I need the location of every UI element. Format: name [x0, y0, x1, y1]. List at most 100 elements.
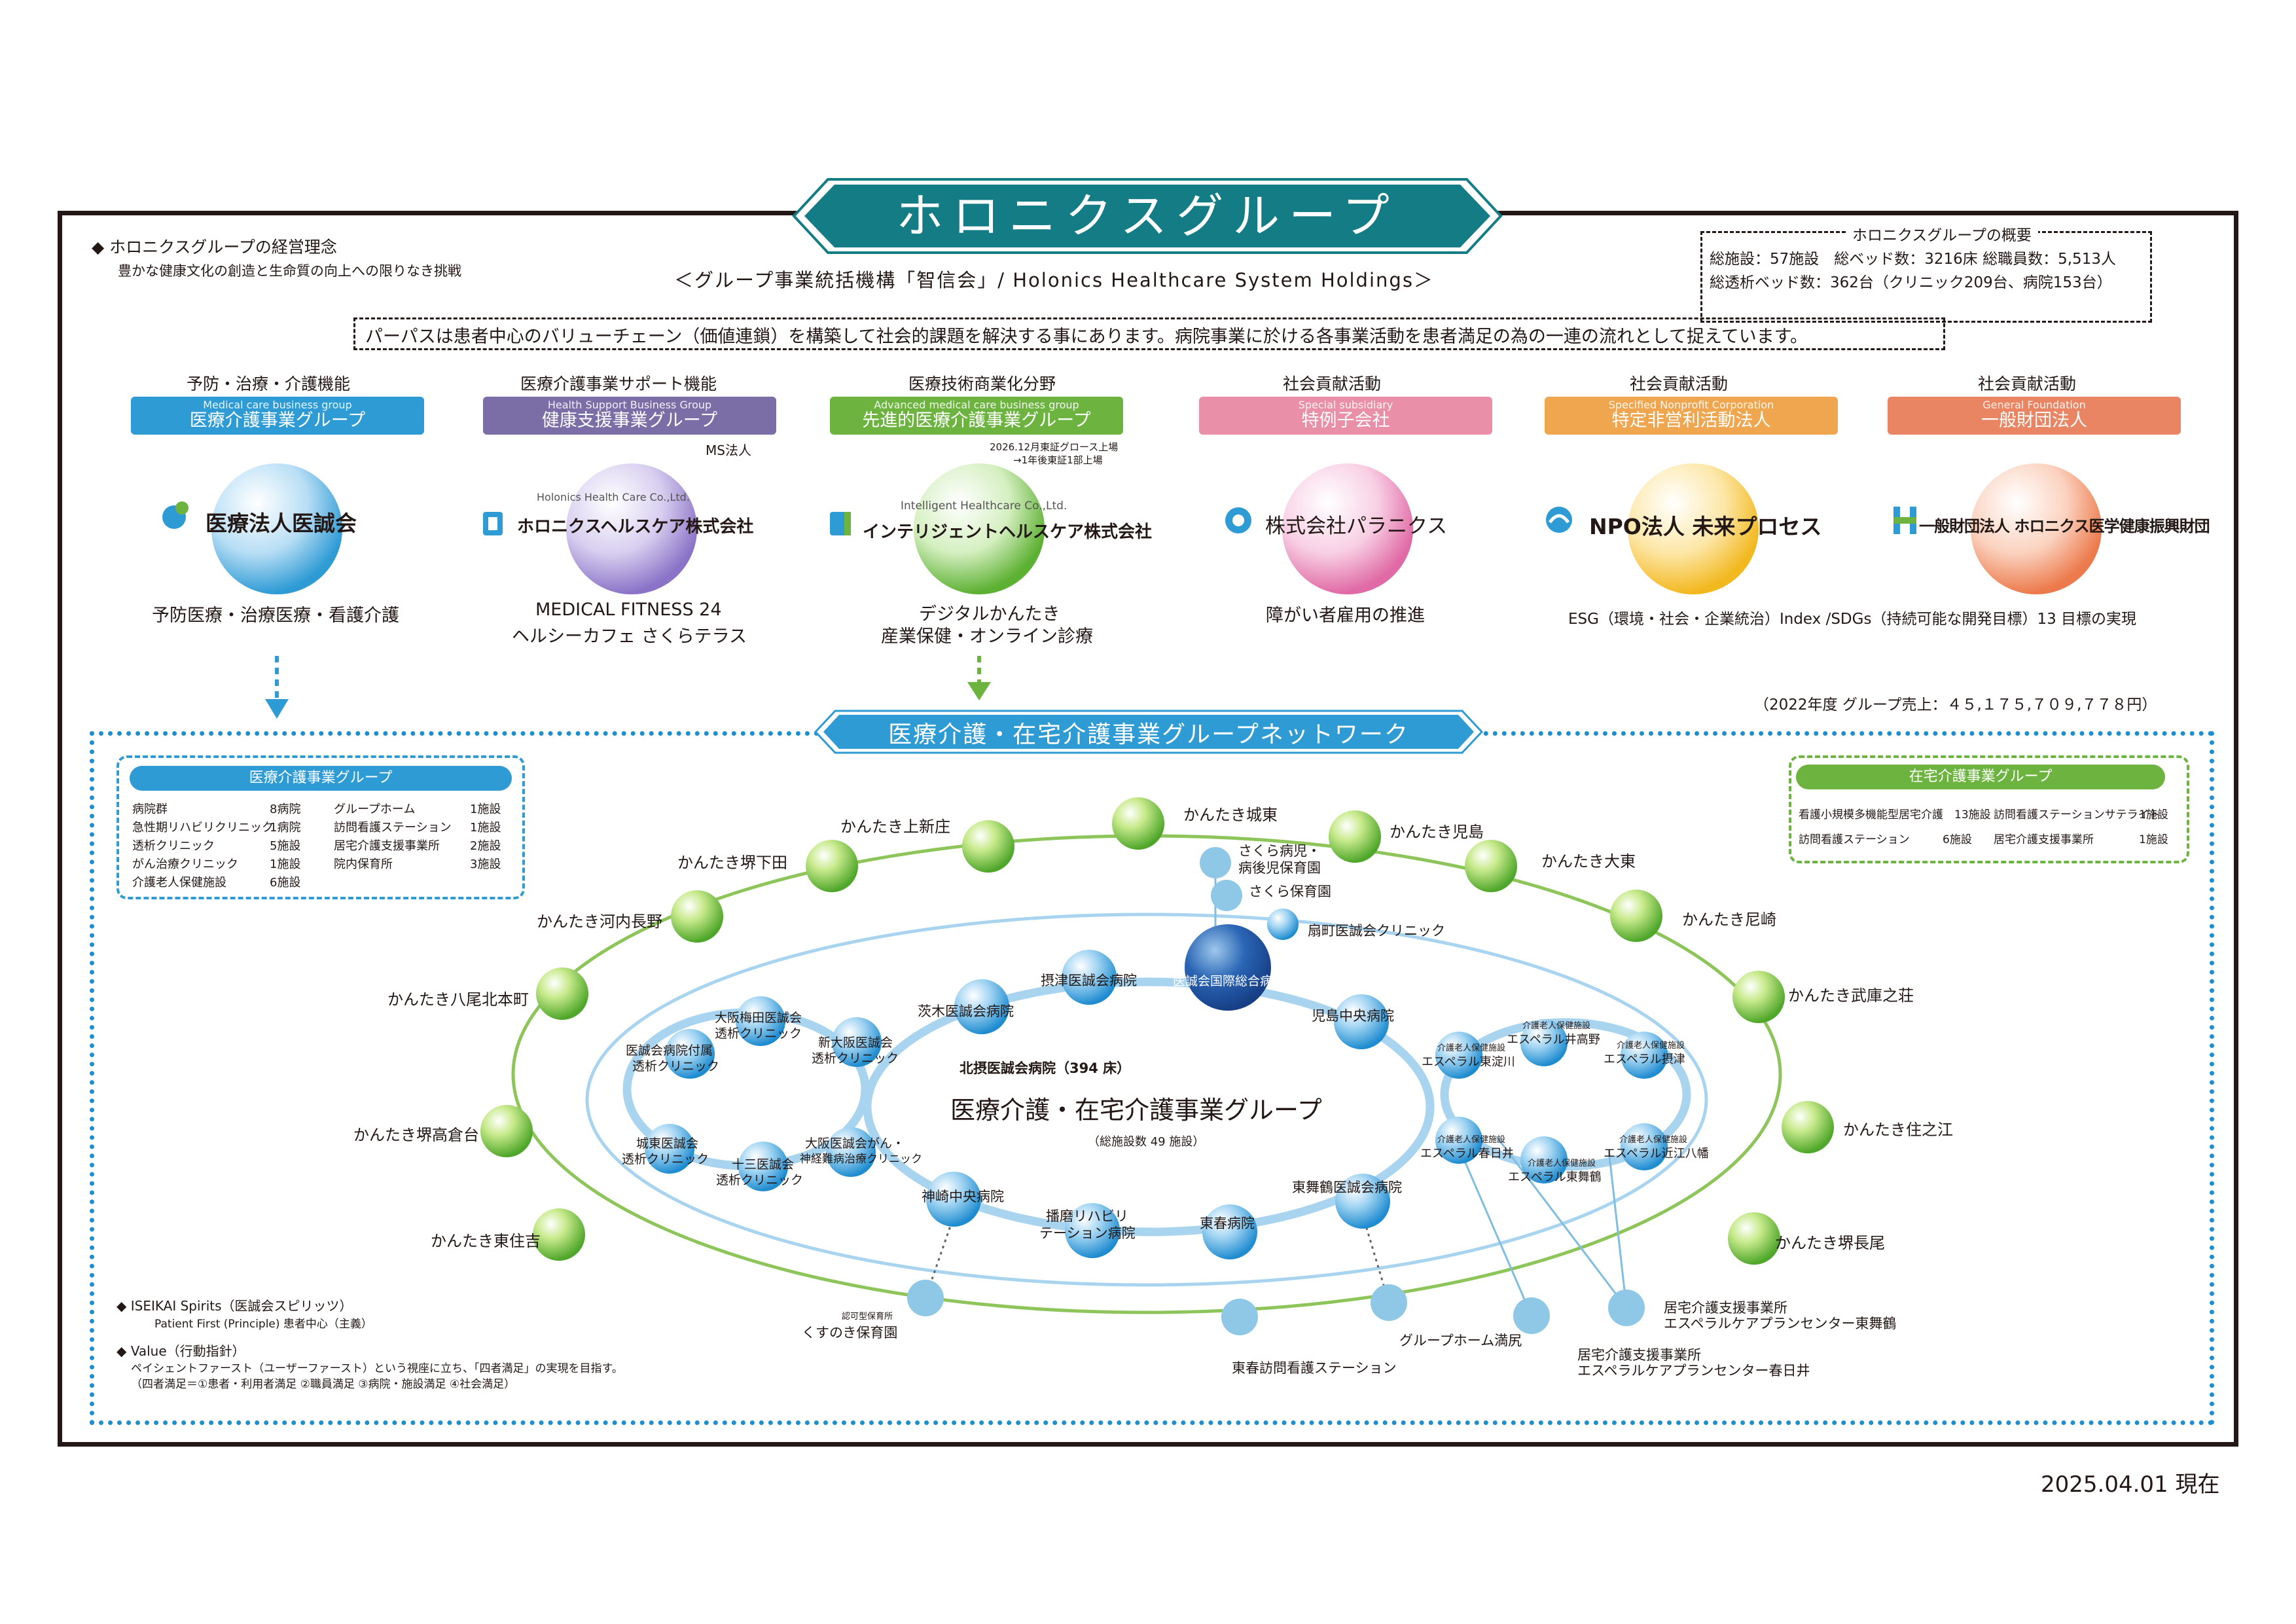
- kantaki-label: かんたき住之江: [1843, 1121, 1953, 1139]
- hospital-label: 東春病院: [1200, 1216, 1255, 1231]
- rouken-top: 介護老人保健施設: [1617, 1041, 1685, 1051]
- hospital-label: 医誠会国際総合病院: [1173, 974, 1285, 988]
- rouken-top: 介護老人保健施設: [1619, 1135, 1688, 1145]
- legend-count: 5施設: [270, 839, 301, 853]
- kyotaku-label: 居宅介護支援事業所: [1664, 1300, 1787, 1316]
- page-title: ホロニクスグループ: [896, 189, 1399, 244]
- clinic-label: 十三医誠会: [732, 1157, 795, 1172]
- clinic-label: 医誠会病院付属: [626, 1043, 713, 1058]
- legend-count: 1病院: [270, 821, 301, 835]
- desc-intelligent-1: デジタルかんたき: [919, 604, 1060, 624]
- subtitle: ＜グループ事業統括機構「智信会」/ Holonics Healthcare Sy…: [674, 269, 1434, 291]
- hospital-label: 摂津医誠会病院: [1041, 973, 1137, 988]
- date-stamp: 2025.04.01 現在: [2041, 1471, 2220, 1498]
- grouphome-label: グループホーム満尻: [1399, 1333, 1522, 1348]
- value-heading: ◆ Value（行動指針）: [117, 1343, 245, 1359]
- legend-count: 1施設: [2139, 808, 2168, 821]
- legend-count: 1施設: [470, 821, 501, 835]
- company-npo: NPO法人 未来プロセス: [1589, 514, 1822, 539]
- kantaki-label: かんたき堺下田: [677, 854, 787, 872]
- legend-item: 居宅介護支援事業所: [334, 839, 440, 853]
- clinic-label: 透析クリニック: [622, 1152, 709, 1166]
- network-banner: [814, 710, 1484, 754]
- company-en-intelligent: Intelligent Healthcare Co.,Ltd.: [901, 499, 1067, 513]
- esg-text: ESG（環境・社会・企業統治）Index /SDGs（持続可能な開発目標）13 …: [1568, 611, 2137, 628]
- kantaki-label: かんたき堺長尾: [1775, 1234, 1885, 1252]
- down-arrow-icon: [265, 656, 289, 719]
- rouken-label: エスペラル東淀川: [1422, 1055, 1515, 1069]
- legend-count: 8病院: [270, 803, 301, 816]
- home-legend: [1789, 755, 2189, 863]
- home-legend-title: 在宅介護事業グループ: [1796, 765, 2165, 789]
- legend-item: 介護老人保健施設: [132, 876, 226, 890]
- rouken-top: 介護老人保健施設: [1437, 1135, 1506, 1145]
- sales-text: （2022年度 グループ売上：４５,１７５,７０９,７７８円）: [1754, 696, 2157, 713]
- title-banner: [792, 178, 1503, 254]
- legend-item: 院内保育所: [334, 857, 393, 871]
- clinic-label: 大阪梅田医誠会: [715, 1011, 802, 1025]
- hospital-label: 東舞鶴医誠会病院: [1292, 1180, 1402, 1195]
- spirits-text: Patient First (Principle) 患者中心（主義）: [154, 1318, 372, 1331]
- function-label-1: 予防・治療・介護機能: [187, 374, 351, 393]
- clinic-label: 透析クリニック: [632, 1059, 720, 1074]
- philosophy-text: 豊かな健康文化の創造と生命質の向上への限りなき挑戦: [118, 263, 461, 279]
- sakura-label: 病後児保育園: [1238, 860, 1321, 876]
- kantaki-label: かんたき東住吉: [431, 1232, 541, 1250]
- foundation-logo-icon: [1893, 507, 1916, 534]
- clinic-label: 神経難病治療クリニック: [800, 1153, 922, 1166]
- npo-logo-icon: [1546, 507, 1572, 533]
- philosophy-heading: ◆ ホロニクスグループの経営理念: [92, 238, 337, 257]
- purpose-box: [353, 317, 1945, 350]
- function-label-5: 社会貢献活動: [1630, 374, 1729, 393]
- listing-note-2: →1年後東証1部上場: [1013, 454, 1103, 466]
- function-label-3: 医療技術商業化分野: [908, 374, 1056, 393]
- clinic-label: 大阪医誠会がん・: [805, 1136, 905, 1151]
- clinic-label: 城東医誠会: [636, 1136, 699, 1151]
- clinic-label: 透析クリニック: [716, 1173, 804, 1187]
- company-en-holonics: Holonics Health Care Co.,Ltd.: [537, 491, 690, 503]
- company-paranics: 株式会社パラニクス: [1265, 514, 1448, 538]
- kusunoki-label: くすのき保育園: [802, 1325, 898, 1341]
- listing-note-1: 2026.12月東証グロース上場: [990, 441, 1119, 453]
- kantaki-label: かんたき武庫之荘: [1788, 986, 1914, 1005]
- sakura-hoikuen-label: さくら保育園: [1249, 884, 1331, 899]
- kantaki-label: かんたき堺高倉台: [353, 1126, 479, 1144]
- desc-holonics-1: MEDICAL FITNESS 24: [535, 600, 722, 620]
- rouken-top: 介護老人保健施設: [1528, 1159, 1596, 1168]
- rouken-label: エスペラル近江八幡: [1604, 1147, 1709, 1161]
- summary-line-2: 総透析ベッド数：362台（クリニック209台、病院153台）: [1710, 274, 2112, 291]
- iseikai-logo-icon: [162, 501, 188, 529]
- purpose-text: パーパスは患者中心のバリューチェーン（価値連鎖）を構築して社会的課題を解決する事…: [365, 327, 1808, 347]
- summary-heading: ホロニクスグループの概要: [1846, 223, 2038, 245]
- rouken-label: エスペラル井高野: [1507, 1033, 1600, 1047]
- medical-legend-title: 医療介護事業グループ: [130, 766, 512, 791]
- clinic-label: 透析クリニック: [715, 1026, 802, 1041]
- company-holonics: ホロニクスヘルスケア株式会社: [517, 517, 754, 537]
- kitasetsu-label: 北摂医誠会病院（394 床）: [960, 1060, 1131, 1076]
- company-foundation: 一般財団法人 ホロニクス医学健康振興財団: [1919, 517, 2210, 535]
- kantaki-label: かんたき八尾北本町: [387, 990, 529, 1009]
- hospital-label-harima: テーション病院: [1039, 1225, 1136, 1241]
- legend-item: 訪問看護ステーション: [1799, 833, 1910, 846]
- legend-item: 透析クリニック: [132, 839, 215, 853]
- rouken-top: 介護老人保健施設: [1437, 1043, 1506, 1053]
- kyotaku-label: 居宅介護支援事業所: [1577, 1347, 1701, 1363]
- down-arrow-icon: [967, 656, 991, 700]
- kantaki-label: かんたき上新庄: [840, 818, 950, 836]
- legend-count: 6施設: [1943, 833, 1972, 846]
- desc-holonics-2: ヘルシーカフェ さくらテラス: [512, 626, 747, 647]
- function-label-4: 社会貢献活動: [1283, 374, 1382, 393]
- legend-count: 3施設: [470, 857, 501, 871]
- desc-intelligent-2: 産業保健・オンライン診療: [881, 626, 1093, 647]
- clinic-label: 透析クリニック: [812, 1051, 899, 1066]
- toshun-visit-label: 東春訪問看護ステーション: [1232, 1360, 1397, 1376]
- clinic-label: 新大阪医誠会: [818, 1036, 893, 1050]
- legend-item: 病院群: [132, 803, 168, 816]
- company-intelligent: インテリジェントヘルスケア株式会社: [863, 522, 1153, 542]
- spirits-heading: ◆ ISEIKAI Spirits（医誠会スピリッツ）: [117, 1298, 353, 1314]
